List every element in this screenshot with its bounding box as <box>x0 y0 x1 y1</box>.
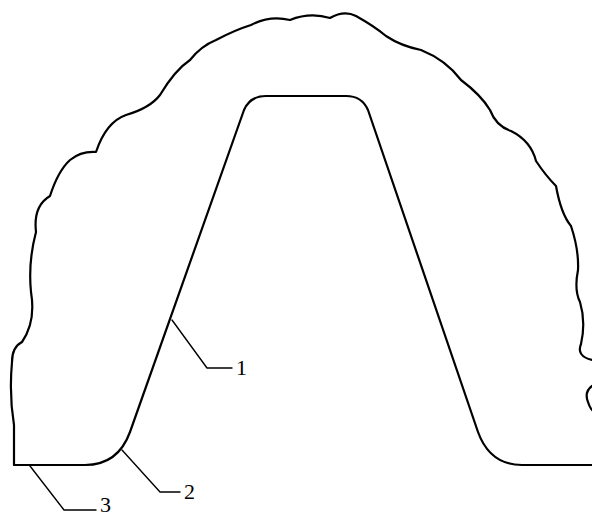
leader-line <box>122 450 180 492</box>
outer-wavy-outline <box>11 13 592 465</box>
leader-line <box>172 320 232 368</box>
leader-line <box>30 466 96 510</box>
outer-outline-fragment <box>587 386 592 410</box>
callout-number: 1 <box>236 357 247 379</box>
inner-palate-outline <box>14 96 592 465</box>
callout-number: 2 <box>184 481 195 503</box>
callout-number: 3 <box>100 494 111 516</box>
